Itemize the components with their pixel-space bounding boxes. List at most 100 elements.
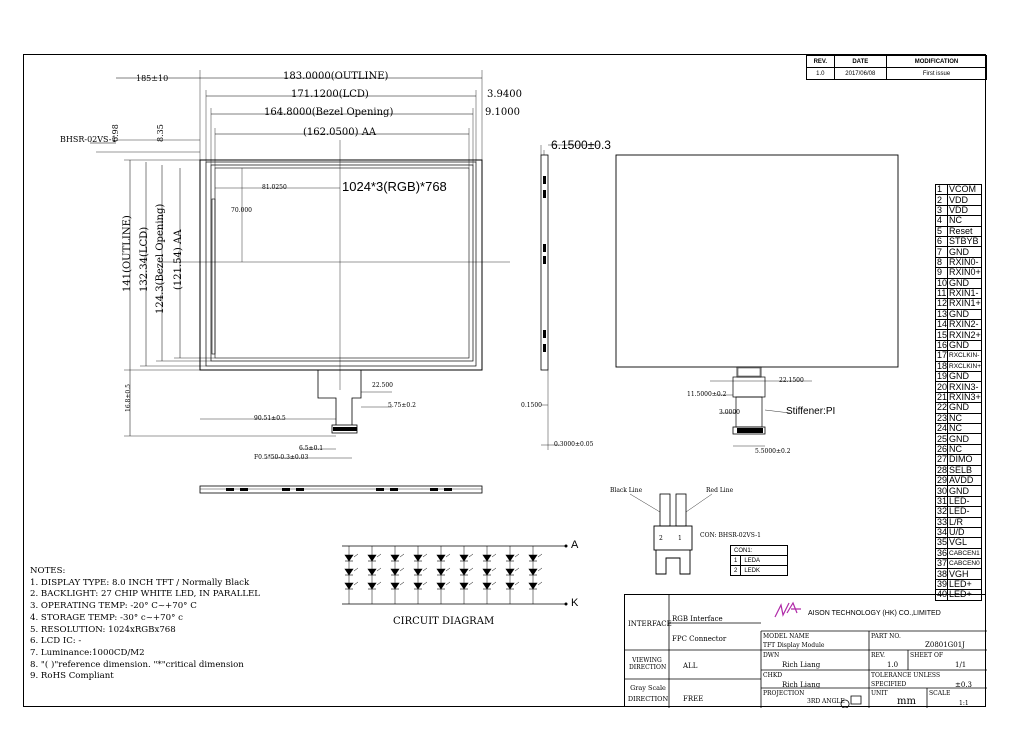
drawing-frame — [23, 54, 986, 707]
revision-table: REV. DATE MODIFICATION 1.0 2017/06/08 Fi… — [806, 55, 987, 80]
pin-signal: STBYB — [947, 235, 982, 248]
circuit-diagram-title: CIRCUIT DIAGRAM — [393, 616, 495, 627]
note-item: 2. BACKLIGHT: 27 CHIP WHITE LED, IN PARA… — [30, 589, 261, 600]
stiffener-label: Stiffener:PI — [786, 406, 836, 417]
black-line-label: Black Line — [610, 487, 643, 494]
note-item: 8. "( )"reference dimension. "*"critical… — [30, 659, 244, 670]
interface-2: FPC Connector — [672, 635, 727, 643]
cathode-label: K — [571, 597, 579, 609]
dim-side-a: 0.1500 — [521, 402, 542, 409]
dim-back-b: 11.5000±0.2 — [687, 391, 727, 398]
pin-number: 23 — [934, 412, 949, 425]
tolerance-value: ±0.3 — [955, 681, 972, 689]
pin-number: 24 — [934, 422, 949, 435]
active-area — [214, 167, 470, 359]
con-pin-num: 2 — [729, 565, 742, 576]
pin-number: 12 — [934, 298, 949, 310]
note-item: 1. DISPLAY TYPE: 8.0 INCH TFT / Normally… — [30, 577, 250, 588]
lcd-outline — [205, 161, 477, 367]
bezel-opening — [210, 164, 474, 362]
dim-back-c: 3.0000 — [719, 409, 740, 416]
pin-signal: GND — [947, 308, 982, 321]
company-name: AISON TECHNOLOGY (HK) CO.,LIMITED — [808, 610, 941, 617]
pin-number: 19 — [934, 371, 949, 383]
dim-9100: 9.1000 — [485, 107, 520, 118]
pin-signal: NC — [947, 443, 982, 456]
dim-outline-height: 141(OUTLINE) — [122, 215, 133, 292]
chkd-value: Rich Liang — [782, 681, 821, 689]
title-block-grid — [625, 595, 987, 708]
scale-label: SCALE — [929, 690, 951, 697]
note-item: 6. LCD IC: - — [30, 636, 82, 647]
pin-signal: VGH — [947, 568, 982, 580]
pin-1-label: 1 — [678, 535, 682, 542]
pin-signal: NC — [947, 215, 982, 227]
pin-number: 26 — [934, 443, 949, 456]
pin-signal: GND — [947, 277, 982, 289]
projection-value: 3RD ANGLE — [807, 698, 845, 705]
side-view-bottom — [199, 485, 483, 494]
pin-number: 39 — [934, 578, 949, 591]
pin-number: 18 — [934, 360, 949, 373]
viewing-label: VIEWING DIRECTION — [629, 657, 667, 671]
chkd-label: CHKD — [763, 672, 783, 679]
sheet-value: 1/1 — [955, 661, 967, 669]
pin-number: 38 — [934, 568, 949, 580]
date-header: DATE — [833, 55, 888, 68]
pin-signal: RXIN3- — [947, 381, 982, 393]
con-pin-name: LEDK — [740, 565, 789, 576]
pin-number: 30 — [934, 485, 949, 497]
dim-lcd-width: 171.1200(LCD) — [291, 89, 369, 100]
pin-number: 27 — [934, 454, 949, 466]
pin-number: 15 — [934, 329, 949, 341]
pin-signal: GND — [947, 402, 982, 414]
pin-number: 11 — [934, 287, 949, 300]
pin-number: 16 — [934, 339, 949, 352]
dim-back-a: 22.1500 — [779, 377, 804, 384]
unit-label: UNIT — [871, 690, 888, 697]
pin-signal: RXIN3+ — [947, 391, 982, 404]
rev-value-tb: 1.0 — [887, 661, 899, 669]
back-view — [615, 154, 899, 368]
pin-signal: RXIN1- — [947, 287, 982, 300]
pin-number: 3 — [934, 204, 949, 217]
anode-label: A — [571, 539, 579, 551]
pin-signal: AVDD — [947, 474, 982, 487]
dim-aa-width: (162.0500) AA — [303, 127, 377, 138]
pin-number: 28 — [934, 464, 949, 476]
part-no-label: PART NO. — [871, 633, 901, 640]
pin-number: 5 — [934, 225, 949, 237]
scale-value: 1:1 — [959, 700, 969, 707]
pin-signal: RXCLKIN- — [947, 350, 982, 362]
pin-signal: DIMO — [947, 454, 982, 466]
pin-number: 8 — [934, 256, 949, 269]
gray-scale-label: Gray Scale DIRECTION — [627, 684, 669, 703]
model-name: TFT Display Module — [763, 642, 825, 649]
pin-number: 6 — [934, 235, 949, 248]
side-view-right — [540, 154, 549, 371]
projection-label: PROJECTION — [763, 690, 805, 697]
pin-number: 13 — [934, 308, 949, 321]
pin-signal: SELB — [947, 464, 982, 476]
note-item: 3. OPERATING TEMP: -20° C~+70° C — [30, 601, 197, 612]
